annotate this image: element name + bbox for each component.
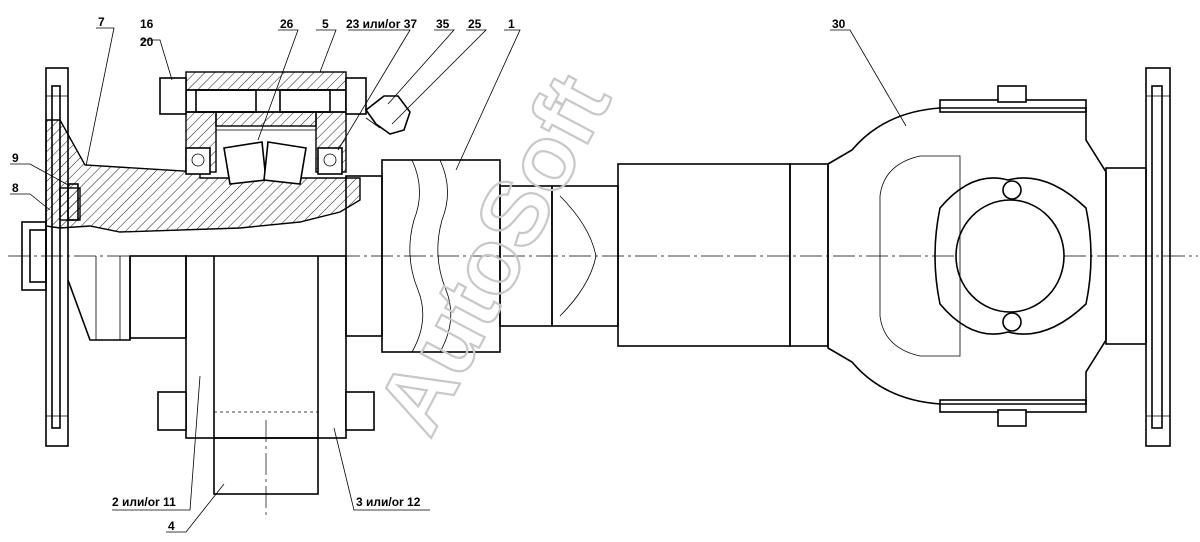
bearing-housing bbox=[159, 71, 367, 175]
callout-23: 23 или/or 37 bbox=[346, 17, 417, 31]
callout-20: 20 bbox=[140, 35, 154, 49]
grease-nipple bbox=[364, 95, 411, 135]
right-flange bbox=[1105, 67, 1171, 447]
callout-16: 16 bbox=[140, 17, 154, 31]
callout-4: 4 bbox=[168, 519, 175, 533]
leader-lines bbox=[10, 27, 907, 533]
callout-2-or-11: 2 или/or 11 bbox=[112, 495, 176, 509]
callout-5: 5 bbox=[322, 17, 329, 31]
hub-section bbox=[45, 119, 361, 233]
callout-35: 35 bbox=[436, 17, 450, 31]
callout-8: 8 bbox=[12, 181, 19, 195]
universal-joint bbox=[827, 85, 1107, 427]
lower-housing bbox=[157, 255, 375, 518]
callout-25: 25 bbox=[468, 17, 482, 31]
callout-9: 9 bbox=[12, 151, 19, 165]
callout-1: 1 bbox=[508, 17, 515, 31]
callout-30: 30 bbox=[832, 17, 846, 31]
callout-7: 7 bbox=[98, 15, 105, 29]
left-flange bbox=[21, 67, 187, 447]
roller-bearing bbox=[216, 129, 316, 185]
callout-3-or-12: 3 или/or 12 bbox=[356, 495, 421, 509]
callout-26: 26 bbox=[280, 17, 294, 31]
